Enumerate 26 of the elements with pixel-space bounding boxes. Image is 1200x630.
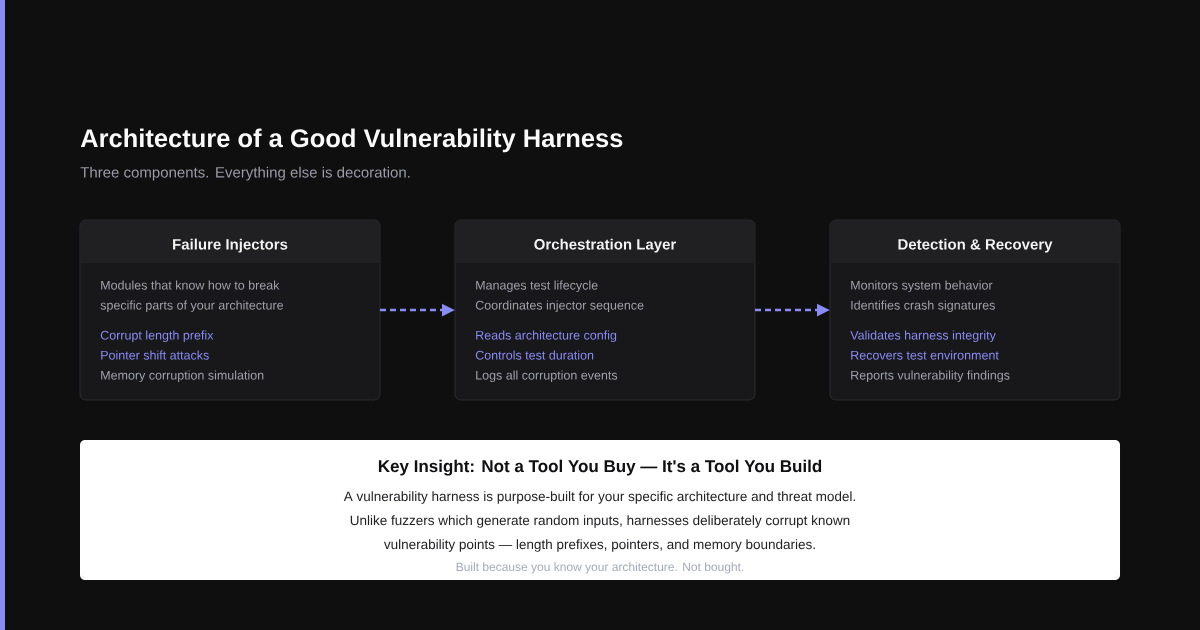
component-card: [829, 219, 1121, 401]
highlight-text: Corrupt length prefix: [100, 330, 214, 343]
body-text: Manages test lifecycle: [476, 280, 598, 293]
highlight-text: Controls test duration: [475, 350, 594, 360]
description-text: Modules that know how to break specific parts of your architecture: [100, 280, 284, 313]
highlight-text: Reads architecture config: [476, 330, 617, 343]
body-text: Identifies crash signatures: [851, 300, 995, 313]
footnote-text: Built because you know your architecture. Not bought.: [456, 562, 744, 574]
body-text: Reports vulnerability findings: [851, 370, 1010, 383]
body-text: Monitors system behavior: [851, 280, 993, 293]
card-heading: Detection & Recovery: [898, 238, 1053, 253]
highlight-text: Recovers test environment: [851, 350, 999, 360]
card-heading: Orchestration Layer: [534, 238, 677, 253]
title: Architecture of a Good Vulnerability Harness: [80, 128, 623, 153]
insight-heading: Key Insight: Not a Tool You Buy — It's a Tool You Build: [378, 459, 822, 476]
body-text: Coordinates injector sequence: [475, 300, 644, 313]
body-text: Logs all corruption events: [476, 370, 618, 383]
component-card: [454, 219, 756, 401]
body-text: Memory corruption simulation: [101, 370, 264, 383]
component-card: [79, 219, 381, 401]
highlight-text: Validates harness integrity: [850, 330, 996, 343]
subtitle: Three components. Everything else is decoration.: [80, 166, 410, 181]
insight-text: A vulnerability harness is purpose-built for your specific architecture and threat model. Unlike fuzzers which generate random inputs, harnesses deliberately corrupt known vulnerability points — length prefixes, pointers, and memory boundaries.: [343, 491, 855, 552]
card-heading: Failure Injectors: [173, 238, 288, 253]
highlight-text: Pointer shift attacks: [101, 350, 209, 360]
insight-box: [80, 440, 1120, 580]
